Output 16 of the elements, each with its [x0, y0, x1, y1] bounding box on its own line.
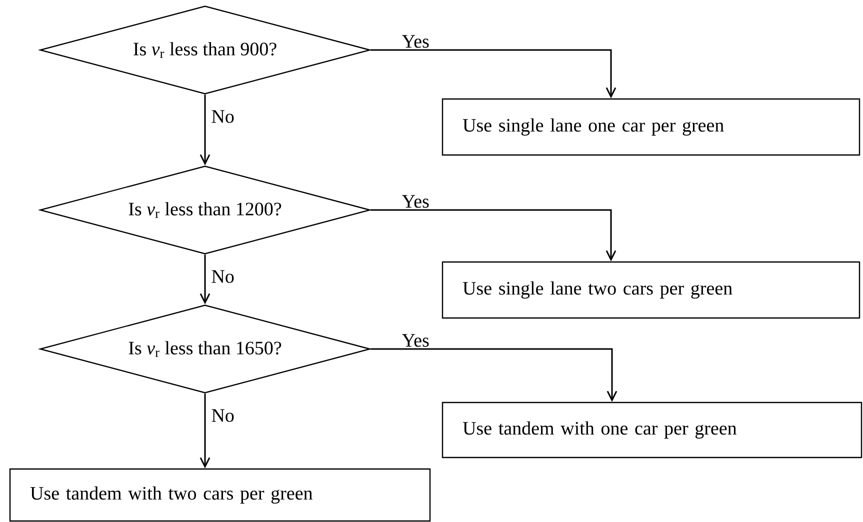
edge-label: No — [212, 270, 234, 283]
process-box: Use single lane one car per green — [442, 98, 860, 156]
arrow — [200, 394, 210, 468]
edge-label: Yes — [402, 334, 429, 347]
edge-label: Yes — [402, 35, 429, 48]
arrow — [370, 49, 616, 98]
edge-label: No — [212, 409, 234, 422]
edge-label: Yes — [402, 195, 429, 208]
edge-label: No — [212, 110, 234, 123]
process-box: Use tandem with one car per green — [442, 402, 862, 458]
process-box: Use tandem with two cars per green — [9, 468, 431, 522]
arrow — [200, 94, 210, 166]
arrow — [370, 209, 616, 262]
arrow — [200, 254, 210, 304]
process-box: Use single lane two cars per green — [442, 261, 860, 319]
arrow — [370, 348, 618, 402]
